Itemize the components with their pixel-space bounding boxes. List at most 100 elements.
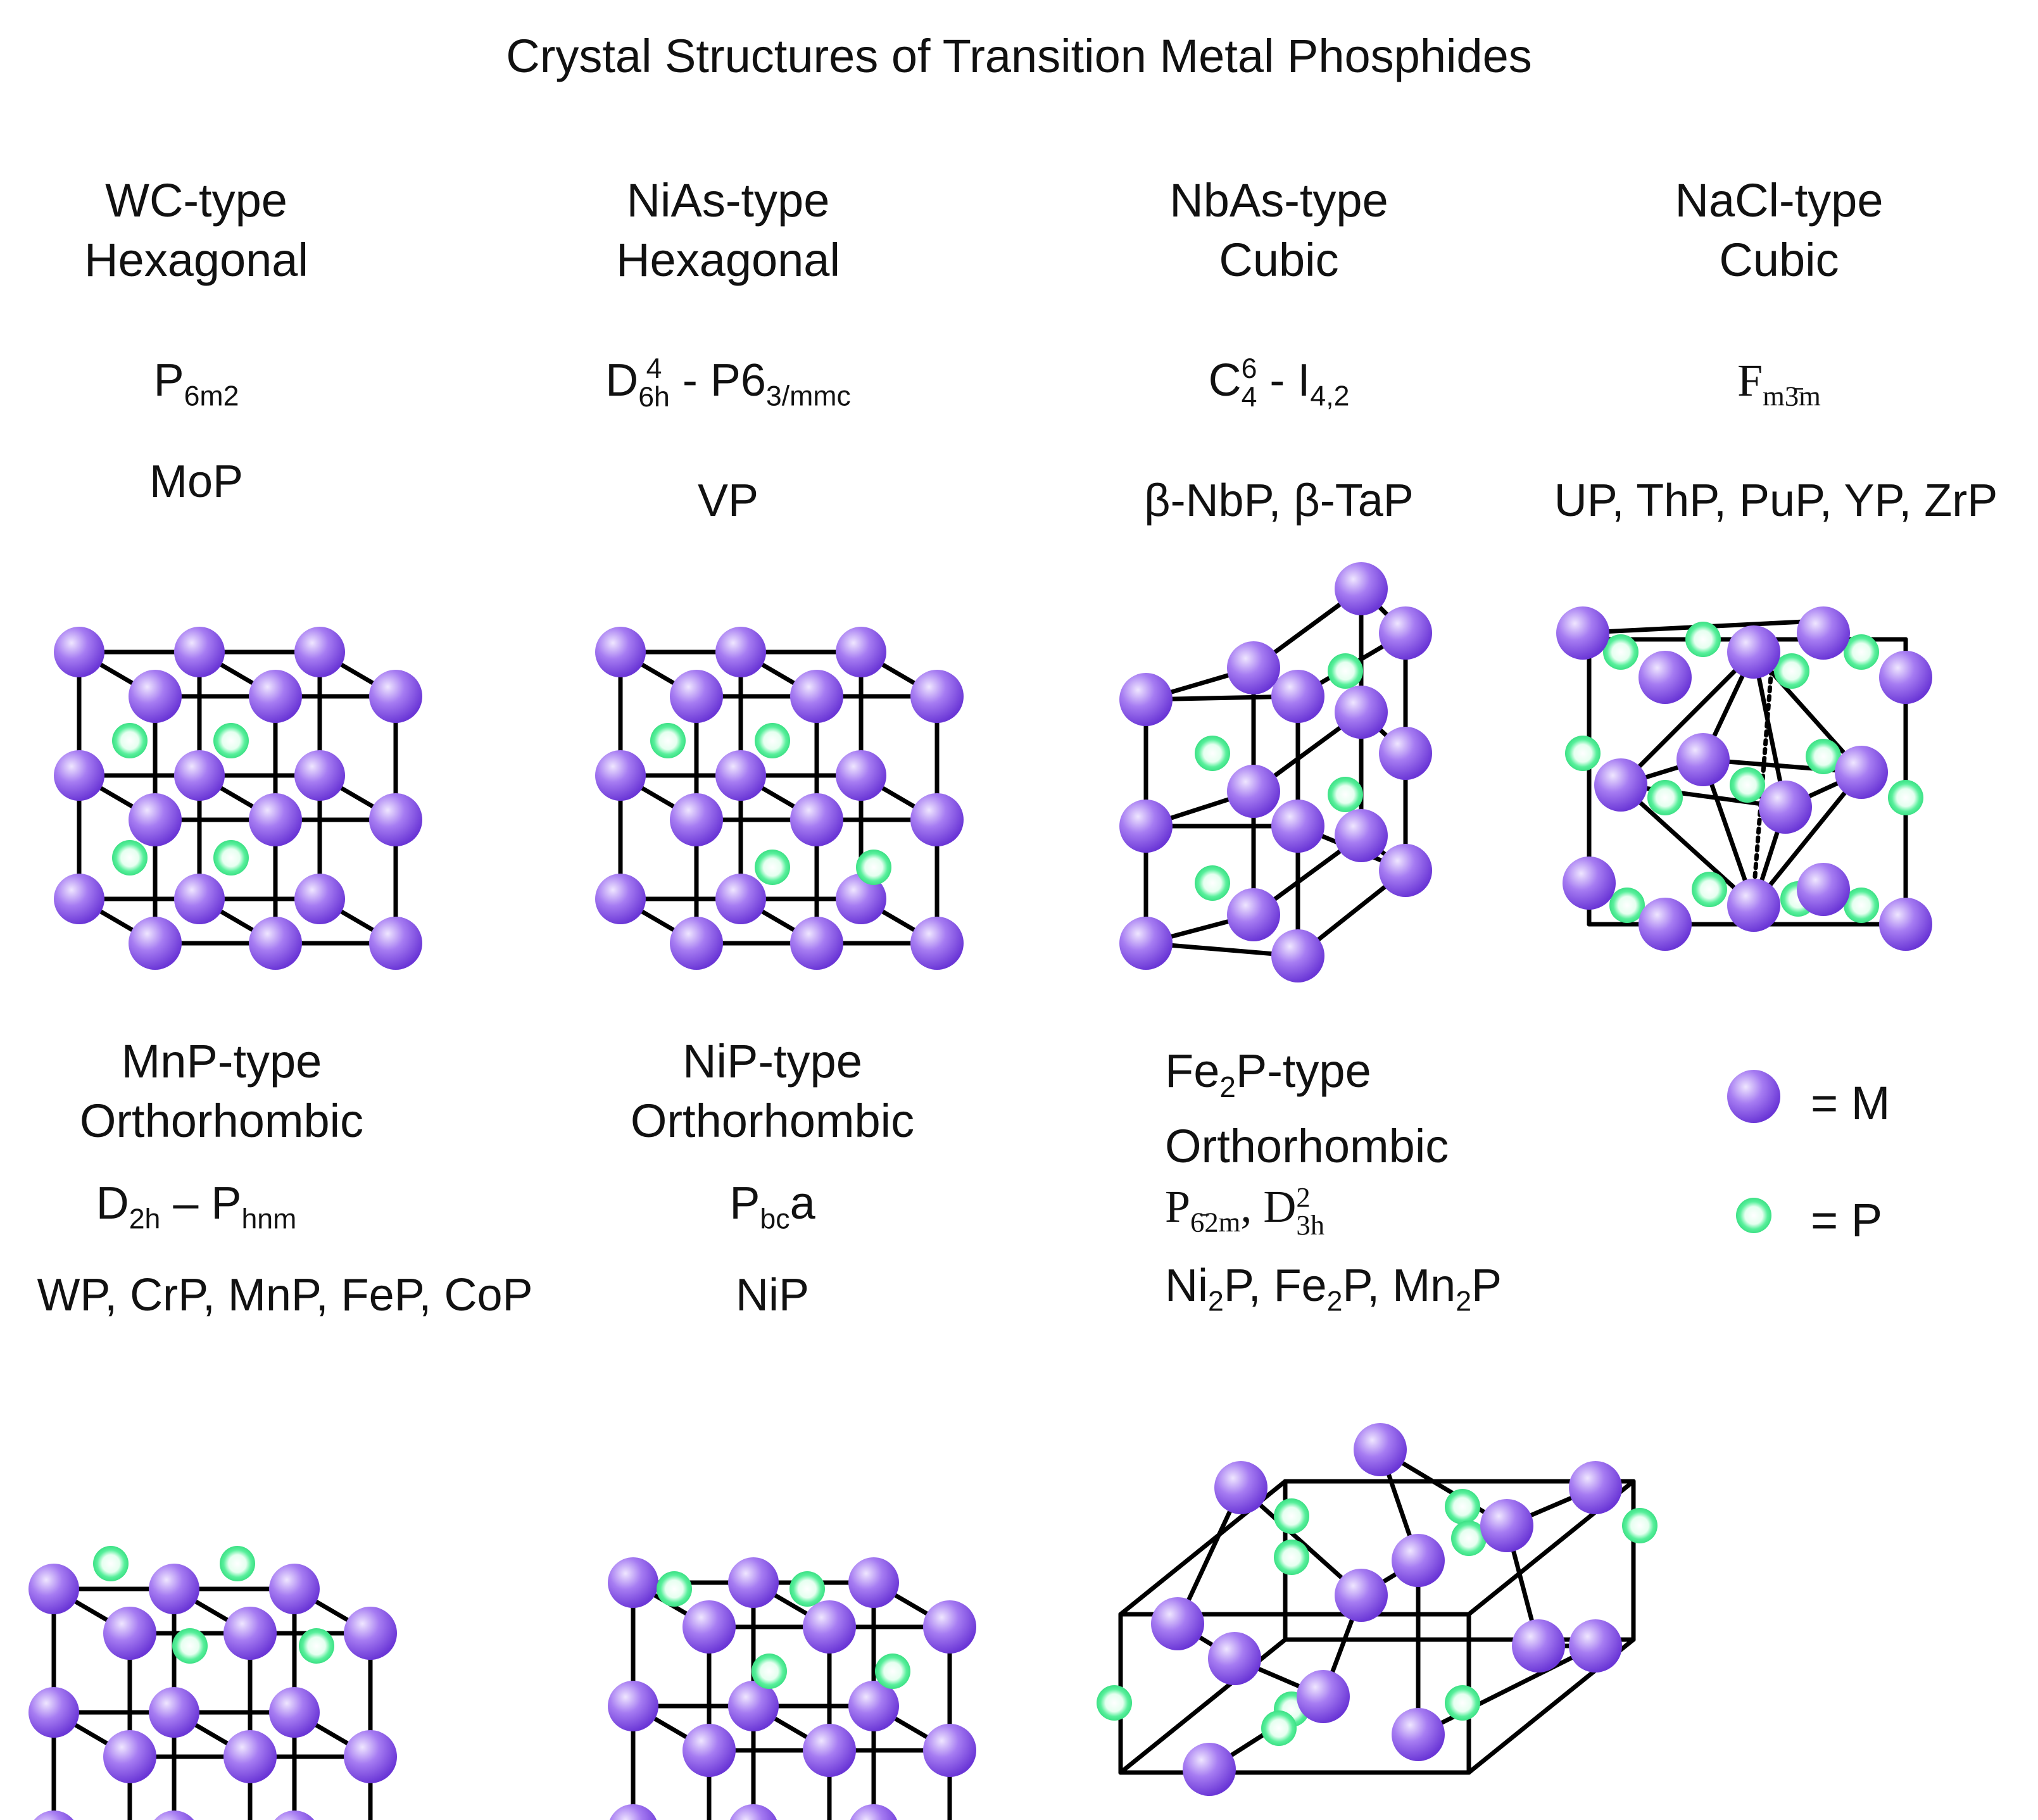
metal-atom bbox=[1797, 606, 1850, 660]
metal-atom bbox=[1569, 1461, 1622, 1514]
legend-phosphorus-atom bbox=[1736, 1198, 1771, 1233]
metal-atom bbox=[1183, 1743, 1236, 1796]
metal-atom bbox=[294, 874, 345, 924]
nip-type-crystal bbox=[608, 1557, 976, 1820]
metal-atom bbox=[223, 1730, 277, 1783]
phosphorus-atom bbox=[755, 723, 790, 758]
metal-atom bbox=[369, 917, 422, 970]
nias-type-crystal bbox=[595, 627, 964, 970]
metal-atom bbox=[269, 1687, 320, 1738]
nacl-type-label: NaCl-type Cubic bbox=[1621, 171, 1937, 290]
metal-atom bbox=[1208, 1632, 1261, 1685]
metal-atom bbox=[715, 874, 766, 924]
metal-atom bbox=[54, 874, 104, 924]
phosphorus-atom bbox=[752, 1654, 787, 1689]
metal-atom bbox=[836, 750, 886, 801]
nias-examples: VP bbox=[697, 475, 759, 526]
metal-atom bbox=[294, 627, 345, 677]
metal-atom bbox=[1354, 1423, 1407, 1476]
fe2p-type-label: Fe2P-type Orthorhombic bbox=[1165, 1041, 1545, 1176]
metal-atom bbox=[1727, 879, 1780, 932]
bond-line bbox=[1618, 782, 1756, 908]
wc-space-group: P6m2 bbox=[153, 355, 239, 412]
metal-atom bbox=[670, 917, 723, 970]
nias-type-label: NiAs-type Hexagonal bbox=[570, 171, 886, 290]
metal-atom bbox=[803, 1724, 856, 1777]
metal-atom bbox=[1151, 1597, 1204, 1650]
phosphorus-atom bbox=[1844, 634, 1879, 670]
phosphorus-atom bbox=[1603, 634, 1639, 670]
metal-atom bbox=[910, 917, 964, 970]
metal-atom bbox=[910, 793, 964, 846]
metal-atom bbox=[249, 670, 302, 723]
metal-atom bbox=[1119, 673, 1173, 726]
metal-atom bbox=[129, 917, 182, 970]
phosphorus-atom bbox=[1844, 888, 1879, 923]
metal-atom bbox=[836, 874, 886, 924]
phosphorus-atom bbox=[1328, 777, 1363, 812]
phosphorus-atom bbox=[1806, 739, 1841, 774]
metal-atom bbox=[1639, 898, 1692, 951]
metal-atom bbox=[1335, 1569, 1388, 1622]
metal-atom bbox=[923, 1724, 976, 1777]
mnp-type-label: MnP-type Orthorhombic bbox=[63, 1032, 380, 1151]
legend-metal-label: = M bbox=[1811, 1077, 1890, 1129]
phosphorus-atom bbox=[1328, 653, 1363, 689]
fe2p-examples: Ni2P, Fe2P, Mn2P bbox=[1165, 1260, 1502, 1317]
phosphorus-atom bbox=[1609, 888, 1645, 923]
metal-atom bbox=[103, 1607, 156, 1660]
metal-atom bbox=[344, 1730, 397, 1783]
metal-atom bbox=[1563, 857, 1616, 910]
metal-atom bbox=[1727, 625, 1780, 679]
metal-atom bbox=[1639, 651, 1692, 704]
crystal-system: Cubic bbox=[1219, 234, 1339, 286]
crystal-system: Hexagonal bbox=[84, 234, 308, 286]
phosphorus-atom bbox=[1622, 1508, 1657, 1543]
metal-atom bbox=[54, 750, 104, 801]
bond-line bbox=[1751, 650, 1775, 895]
phosphorus-atom bbox=[112, 840, 148, 875]
metal-atom bbox=[1119, 800, 1173, 853]
crystal-system: Orthorhombic bbox=[79, 1095, 364, 1147]
phosphorus-atom bbox=[657, 1571, 692, 1607]
metal-atom bbox=[670, 670, 723, 723]
metal-atom bbox=[790, 917, 843, 970]
metal-atom bbox=[715, 627, 766, 677]
metal-atom bbox=[609, 1804, 657, 1820]
metal-atom bbox=[850, 1804, 898, 1820]
metal-atom bbox=[910, 670, 964, 723]
metal-atom bbox=[1835, 746, 1888, 799]
nbas-type-label: NbAs-type Cubic bbox=[1121, 171, 1437, 290]
metal-atom bbox=[682, 1600, 736, 1654]
metal-atom bbox=[729, 1804, 777, 1820]
metal-atom bbox=[149, 1564, 199, 1614]
legend-symbols bbox=[1727, 1070, 1780, 1233]
phosphorus-atom bbox=[1445, 1685, 1480, 1721]
nacl-type-crystal bbox=[1556, 606, 1932, 951]
metal-atom bbox=[1594, 758, 1647, 812]
metal-atom bbox=[1392, 1534, 1445, 1587]
metal-atom bbox=[1759, 781, 1812, 834]
bond-line bbox=[1751, 650, 1864, 775]
nip-type-label: NiP-type Orthorhombic bbox=[614, 1032, 931, 1151]
metal-atom bbox=[28, 1687, 79, 1738]
metal-atom bbox=[803, 1600, 856, 1654]
metal-atom bbox=[595, 874, 646, 924]
metal-atom bbox=[670, 793, 723, 846]
metal-atom bbox=[1214, 1461, 1267, 1514]
mnp-type-crystal bbox=[28, 1546, 397, 1820]
phosphorus-atom bbox=[1647, 780, 1683, 815]
nip-space-group: Pbca bbox=[729, 1178, 815, 1235]
metal-atom bbox=[1512, 1619, 1565, 1673]
metal-atom bbox=[608, 1557, 658, 1608]
metal-atom bbox=[595, 627, 646, 677]
metal-atom bbox=[344, 1607, 397, 1660]
metal-atom bbox=[369, 670, 422, 723]
nip-examples: NiP bbox=[735, 1270, 809, 1321]
metal-atom bbox=[682, 1724, 736, 1777]
structure-name: NaCl-type bbox=[1675, 174, 1884, 227]
metal-atom bbox=[154, 1811, 194, 1820]
structure-name: MnP-type bbox=[121, 1035, 322, 1088]
crystal-system: Cubic bbox=[1719, 234, 1839, 286]
